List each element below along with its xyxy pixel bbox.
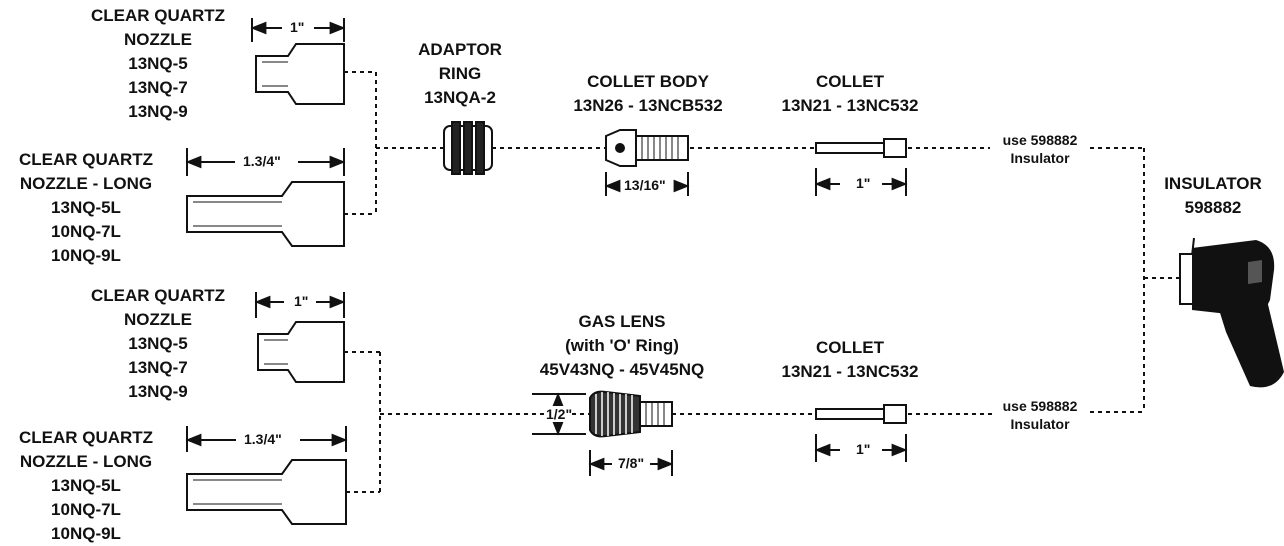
bottom-nozzle-label: CLEAR QUARTZ NOZZLE 13NQ-5 13NQ-7 13NQ-9 — [90, 286, 226, 401]
insulator-label: INSULATOR 598882 — [1164, 174, 1262, 217]
bottom-long-nozzle-dim-label: 1.3/4" — [244, 431, 282, 447]
gas-lens-label: GAS LENS (with 'O' Ring) 45V43NQ - 45V45… — [539, 312, 705, 379]
top-long-nozzle-shape — [186, 181, 345, 247]
top-collet-shape — [815, 138, 907, 158]
bottom-nozzle-shape — [257, 321, 345, 383]
gas-lens-length-dimension — [588, 450, 674, 476]
top-collet-label: COLLET 13N21 - 13NC532 — [781, 72, 919, 115]
top-long-nozzle-label: CLEAR QUARTZ NOZZLE - LONG 13NQ-5L 10NQ-… — [18, 150, 154, 265]
collet-body-dim-label: 13/16" — [624, 177, 666, 193]
top-collet-dimension — [814, 168, 908, 196]
top-nozzle-dimension — [250, 18, 346, 42]
collet-body-dimension — [604, 172, 690, 196]
top-long-nozzle-dimension — [185, 148, 346, 176]
top-nozzle-label: CLEAR QUARTZ NOZZLE 13NQ-5 13NQ-7 13NQ-9 — [90, 6, 226, 121]
top-use-insulator-note: use 598882 Insulator — [1002, 132, 1078, 166]
top-nozzle-dim-label: 1" — [290, 19, 305, 35]
top-long-nozzle-dim-label: 1.3/4" — [243, 153, 281, 169]
bottom-long-nozzle-label: CLEAR QUARTZ NOZZLE - LONG 13NQ-5L 10NQ-… — [18, 428, 154, 543]
bottom-collet-dim-label: 1" — [856, 441, 871, 457]
top-collet-dim-label: 1" — [856, 175, 871, 191]
top-nozzle-shape — [255, 43, 345, 105]
gas-lens-shape — [589, 390, 673, 438]
bottom-nozzle-dim-label: 1" — [294, 293, 309, 309]
bottom-long-nozzle-shape — [186, 459, 347, 525]
bottom-long-nozzle-dimension — [185, 426, 348, 452]
bottom-collet-label: COLLET 13N21 - 13NC532 — [781, 338, 919, 381]
bottom-nozzle-dimension — [254, 292, 346, 318]
bottom-connector-lines — [344, 351, 1144, 493]
collet-body-shape — [605, 129, 689, 167]
bottom-collet-shape — [815, 404, 907, 424]
gas-lens-diameter-label: 1/2" — [546, 406, 573, 422]
insulator-shape — [1179, 237, 1284, 388]
bottom-collet-dimension — [814, 434, 908, 462]
bottom-use-insulator-note: use 598882 Insulator — [1002, 398, 1078, 432]
gas-lens-length-label: 7/8" — [618, 455, 645, 471]
adaptor-ring-shape — [443, 121, 493, 175]
adaptor-ring-label: ADAPTOR RING 13NQA-2 — [418, 40, 502, 107]
collet-body-label: COLLET BODY 13N26 - 13NCB532 — [573, 72, 723, 115]
top-connector-lines — [344, 71, 1180, 412]
gas-lens-diameter-dimension — [532, 392, 586, 436]
